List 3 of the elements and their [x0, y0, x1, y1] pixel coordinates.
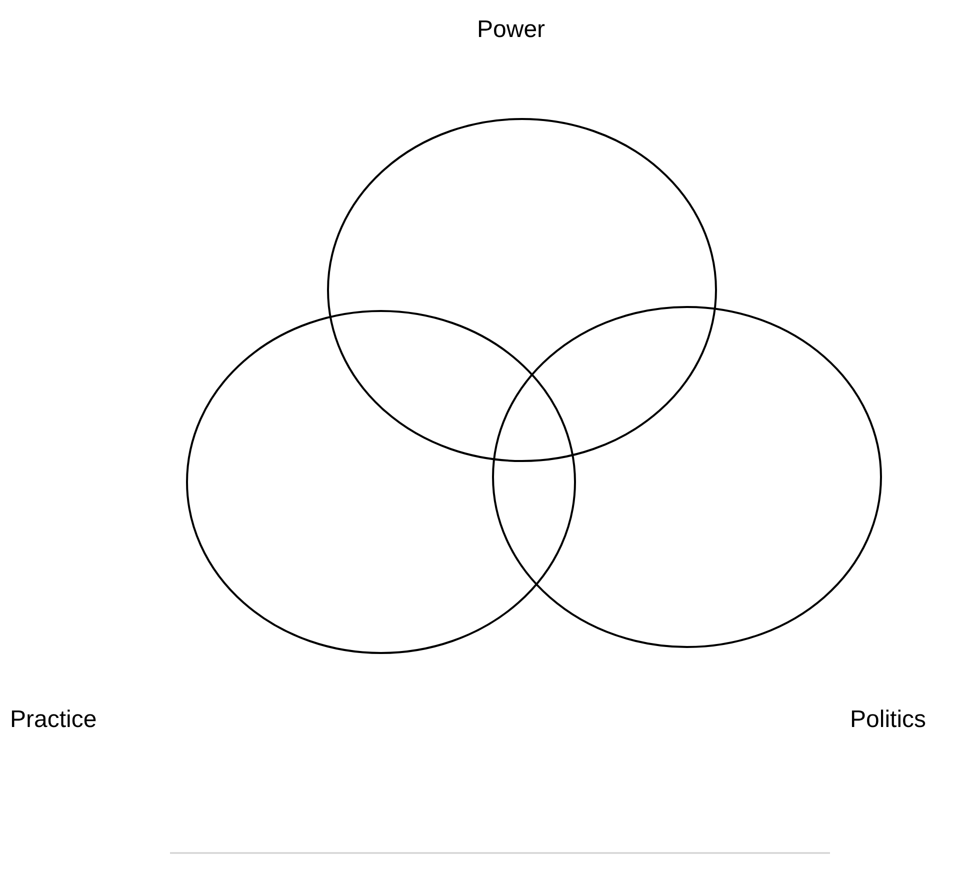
- circle-label: Practice: [10, 706, 97, 734]
- circle-label: Politics: [850, 706, 926, 734]
- circle-label: Power: [477, 16, 546, 44]
